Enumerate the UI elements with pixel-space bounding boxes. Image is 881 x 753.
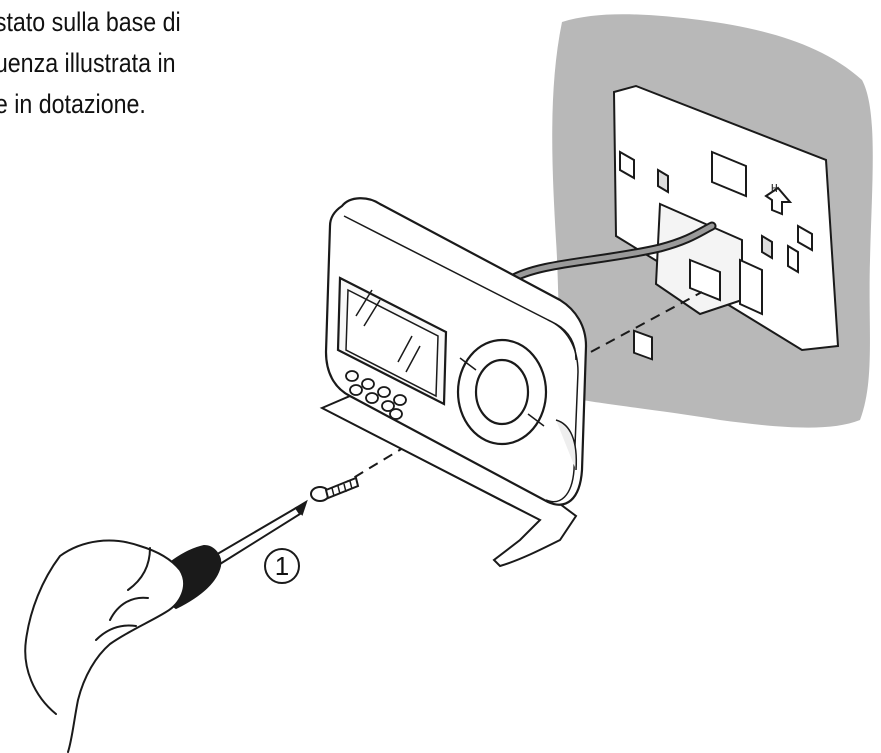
step-number: 1 [275, 551, 289, 581]
instruction-line-1: stato sulla base di [0, 7, 181, 37]
hand [24, 539, 185, 753]
backplate-letter: H [771, 182, 778, 195]
wall-backplate [612, 84, 840, 361]
instruction-line-2: uenza illustrata in [0, 48, 176, 78]
mounting-screw [310, 476, 360, 502]
step-marker [264, 548, 300, 584]
instruction-text: stato sulla base di uenza illustrata in … [0, 2, 258, 125]
thermostat-buttons [345, 370, 407, 420]
alignment-line-wall [575, 291, 703, 361]
thermostat-unit [324, 197, 588, 506]
desk-stand [319, 394, 578, 568]
instruction-line-3: e in dotazione. [0, 89, 146, 119]
